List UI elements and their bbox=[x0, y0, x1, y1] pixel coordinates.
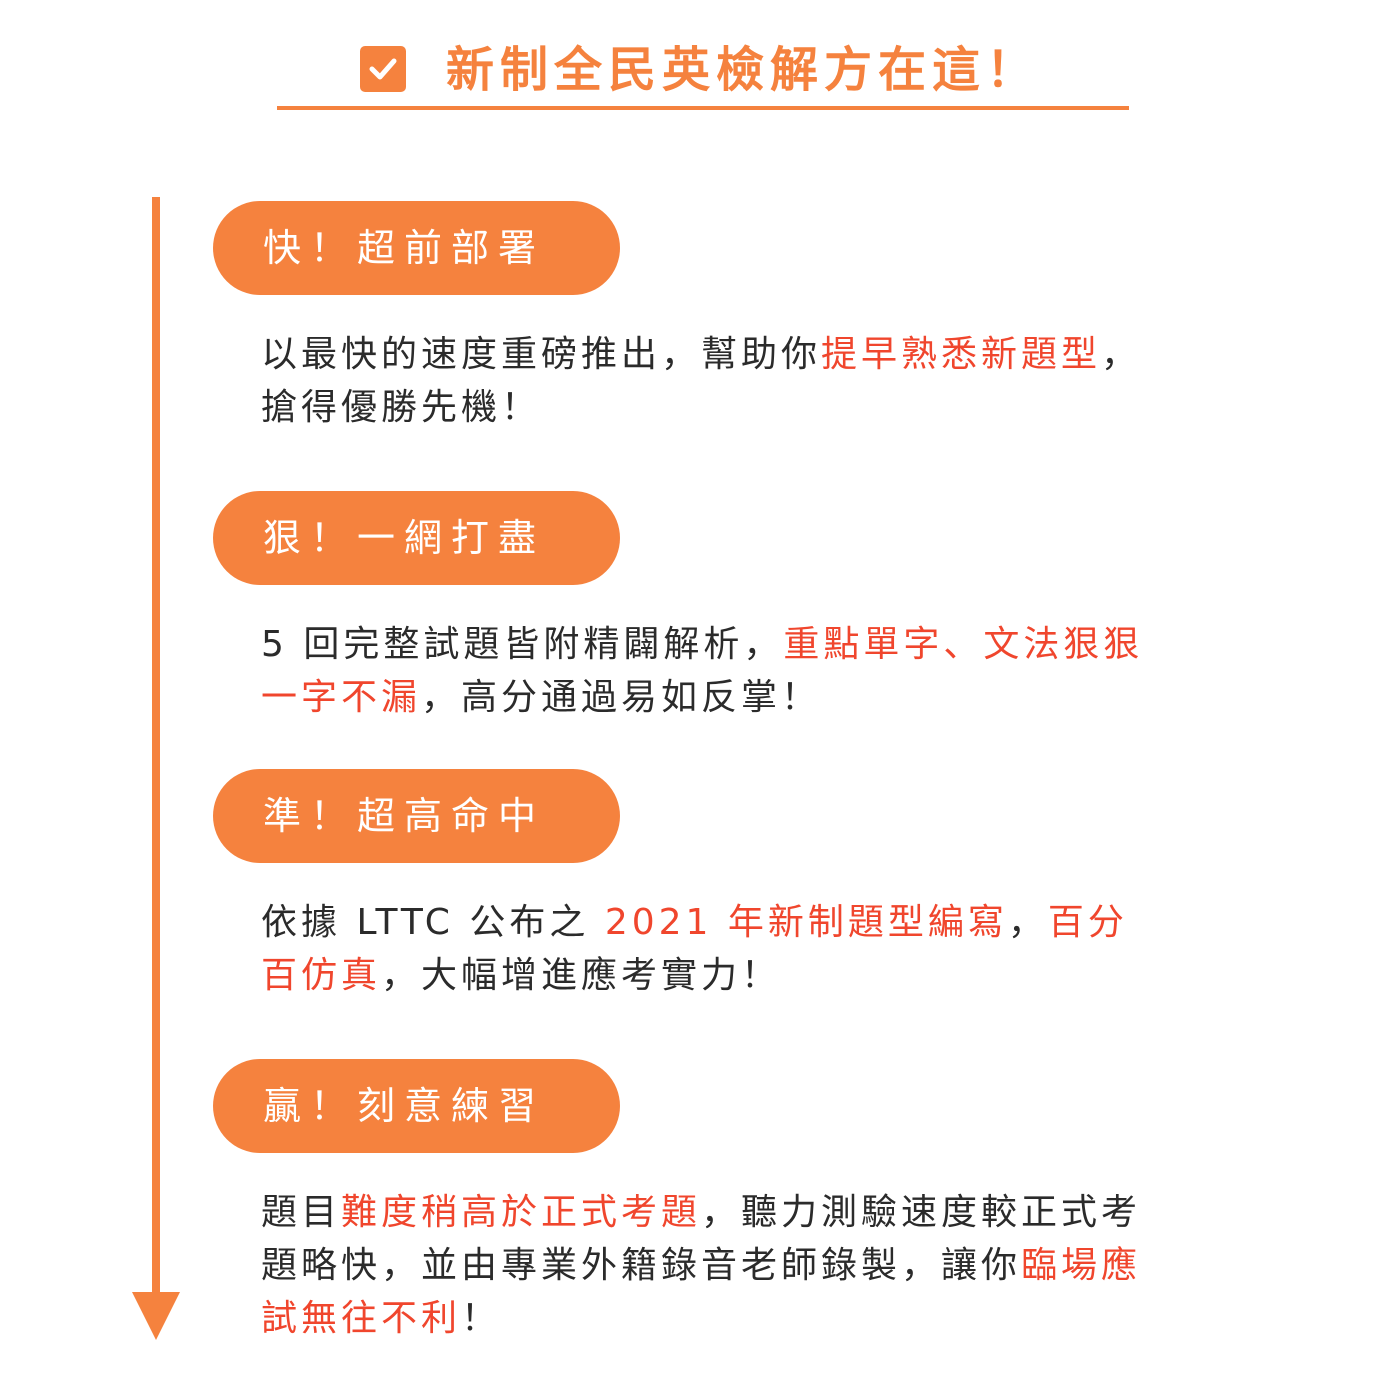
body-text: 5 回完整試題皆附精闢解析， bbox=[261, 624, 784, 665]
section-tag-fast: 快！超前部署 bbox=[213, 201, 620, 295]
section-tag-accurate: 準！超高命中 bbox=[213, 769, 620, 863]
desc-line: 以最快的速度重磅推出，幫助你提早熟悉新題型， bbox=[261, 328, 1261, 381]
highlight-text: 試無往不利 bbox=[261, 1298, 462, 1339]
body-text: ，聽力測驗速度較正式考 bbox=[701, 1192, 1142, 1233]
highlight-text: 重點單字、文法狠狠 bbox=[783, 624, 1144, 665]
desc-line: 一字不漏，高分通過易如反掌！ bbox=[261, 671, 1261, 724]
header: 新制全民英檢解方在這！ bbox=[0, 30, 1384, 110]
body-text: 題略快，並由專業外籍錄音老師錄製，讓你 bbox=[261, 1245, 1022, 1286]
desc-line: 試無往不利！ bbox=[261, 1292, 1261, 1345]
section-tag-thorough: 狠！一網打盡 bbox=[213, 491, 620, 585]
body-text: 題目 bbox=[261, 1192, 342, 1233]
body-text: ，高分通過易如反掌！ bbox=[421, 677, 822, 718]
highlight-text: 百分 bbox=[1047, 902, 1128, 943]
body-text: ，大幅增進應考實力！ bbox=[381, 955, 782, 996]
body-text: ， bbox=[1007, 902, 1048, 943]
checkbox-icon bbox=[360, 46, 406, 92]
highlight-text: 難度稍高於正式考題 bbox=[341, 1192, 702, 1233]
title-underline bbox=[277, 106, 1129, 110]
body-text: ！ bbox=[461, 1298, 502, 1339]
desc-line: 題目難度稍高於正式考題，聽力測驗速度較正式考 bbox=[261, 1186, 1261, 1239]
desc-line: 5 回完整試題皆附精闢解析，重點單字、文法狠狠 bbox=[261, 618, 1261, 671]
body-text: 以最快的速度重磅推出，幫助你 bbox=[261, 334, 822, 375]
body-text: 搶得優勝先機！ bbox=[261, 387, 542, 428]
body-text: ， bbox=[1101, 334, 1142, 375]
highlight-text: 一字不漏 bbox=[261, 677, 422, 718]
desc-line: 搶得優勝先機！ bbox=[261, 381, 1261, 434]
body-text: 依據 LTTC 公布之 bbox=[261, 902, 605, 943]
section-desc-thorough: 5 回完整試題皆附精闢解析，重點單字、文法狠狠一字不漏，高分通過易如反掌！ bbox=[261, 618, 1261, 724]
desc-line: 題略快，並由專業外籍錄音老師錄製，讓你臨場應 bbox=[261, 1239, 1261, 1292]
highlight-text: 臨場應 bbox=[1021, 1245, 1142, 1286]
highlight-text: 2021 年新制題型編寫 bbox=[604, 902, 1008, 943]
section-tag-win: 贏！刻意練習 bbox=[213, 1059, 620, 1153]
desc-line: 百仿真，大幅增進應考實力！ bbox=[261, 949, 1261, 1002]
timeline-arrow-down-icon bbox=[132, 1292, 180, 1340]
highlight-text: 提早熟悉新題型 bbox=[821, 334, 1102, 375]
page-title: 新制全民英檢解方在這！ bbox=[446, 42, 1041, 98]
section-desc-fast: 以最快的速度重磅推出，幫助你提早熟悉新題型， 搶得優勝先機！ bbox=[261, 328, 1261, 434]
desc-line: 依據 LTTC 公布之 2021 年新制題型編寫，百分 bbox=[261, 896, 1261, 949]
section-desc-accurate: 依據 LTTC 公布之 2021 年新制題型編寫，百分百仿真，大幅增進應考實力！ bbox=[261, 896, 1261, 1002]
timeline-line bbox=[152, 197, 160, 1303]
section-desc-win: 題目難度稍高於正式考題，聽力測驗速度較正式考題略快，並由專業外籍錄音老師錄製，讓… bbox=[261, 1186, 1261, 1345]
highlight-text: 百仿真 bbox=[261, 955, 382, 996]
